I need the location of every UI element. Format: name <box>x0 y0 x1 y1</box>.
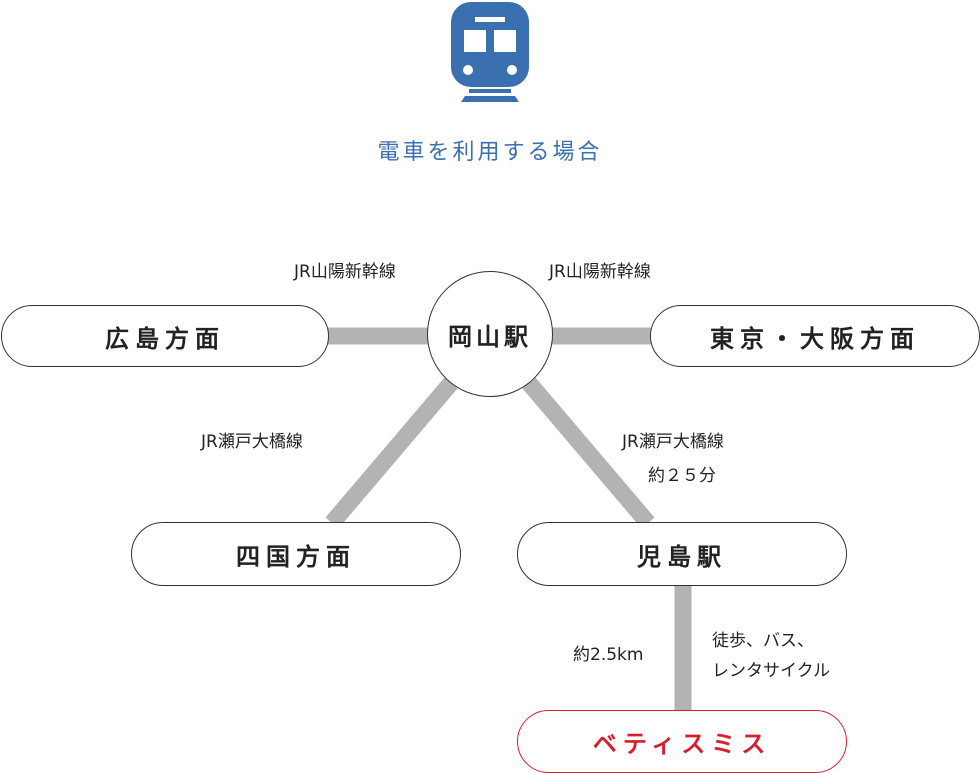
line-hub-kojima <box>522 377 655 529</box>
route-label-seto-left: JR瀬戸大橋線 <box>201 432 303 452</box>
node-shikoku: 四国方面 <box>131 522 461 586</box>
node-hiroshima: 広島方面 <box>1 305 329 367</box>
page-title: 電車を利用する場合 <box>377 140 603 165</box>
route-label-sanyo-right: JR山陽新幹線 <box>549 262 651 282</box>
node-tokyo-osaka: 東京・大阪方面 <box>650 305 980 367</box>
route-label-sanyo-left: JR山陽新幹線 <box>294 262 396 282</box>
route-distance: 約2.5km <box>573 645 644 665</box>
train-icon <box>451 2 529 102</box>
route-access-line-1: 徒歩、バス、 <box>712 631 814 651</box>
node-okayama-station: 岡山駅 <box>427 271 553 397</box>
node-bettysmith: ベティスミス <box>517 710 847 773</box>
route-label-seto-right: JR瀬戸大橋線 <box>622 432 724 452</box>
node-kojima-station: 児島駅 <box>517 522 847 586</box>
route-time-seto-right: 約２５分 <box>648 466 716 486</box>
route-access-modes: 徒歩、バス、 レンタサイクル <box>712 626 892 686</box>
line-hub-shikoku <box>325 377 458 529</box>
route-access-line-2: レンタサイクル <box>712 661 831 681</box>
